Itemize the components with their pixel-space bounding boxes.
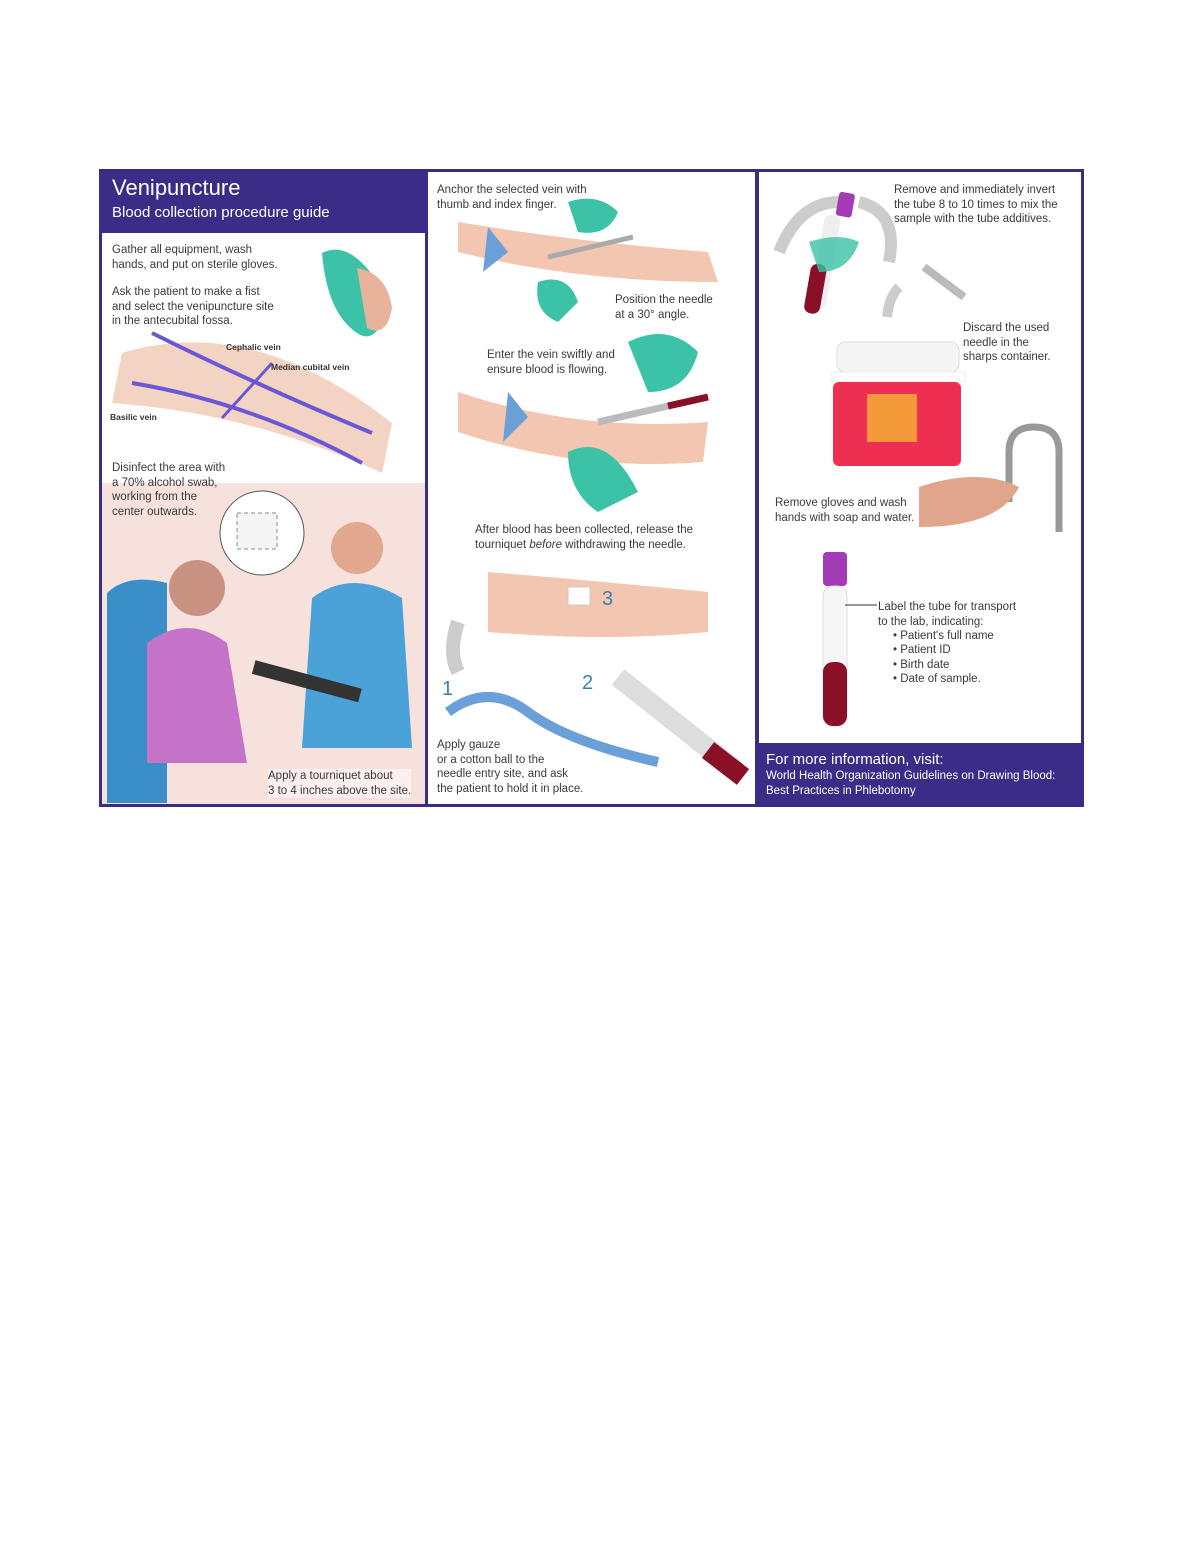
label-item-id: • Patient ID xyxy=(893,644,951,656)
sharps-container-illustration xyxy=(830,263,967,466)
basilic-vein-label: Basilic vein xyxy=(110,412,157,422)
step-wash-text: Remove gloves and wash hands with soap a… xyxy=(775,497,915,524)
middle-illustrations xyxy=(445,198,750,785)
step-tourniquet-text: Apply a tourniquet about 3 to 4 inches a… xyxy=(268,769,412,798)
handwash-illustration xyxy=(919,423,1063,532)
step-release-post: withdrawing the needle. xyxy=(561,538,686,551)
withdraw-needle-illustration xyxy=(445,572,750,785)
page-title: Venipuncture xyxy=(112,175,241,200)
step-anchor-text: Anchor the selected vein with thumb and … xyxy=(437,184,587,211)
step-fist-text: Ask the patient to make a fist and selec… xyxy=(112,286,274,327)
label-item-date: • Date of sample. xyxy=(893,673,981,685)
step-number-3: 3 xyxy=(602,588,614,610)
step-release-text: After blood has been collected, release … xyxy=(475,523,693,552)
cephalic-vein-label: Cephalic vein xyxy=(226,342,281,352)
labeled-tube-illustration xyxy=(822,552,877,727)
footer-reference[interactable]: World Health Organization Guidelines on … xyxy=(766,770,1056,797)
gloves-illustration xyxy=(322,249,392,337)
enter-vein-illustration xyxy=(458,334,709,512)
label-item-birth: • Birth date xyxy=(893,659,950,671)
step-gauze-text: Apply gauze or a cotton ball to the need… xyxy=(437,739,584,795)
step-enter-text: Enter the vein swiftly and ensure blood … xyxy=(487,349,615,376)
invert-tube-illustration xyxy=(773,191,897,314)
step-release-pre: After blood has been collected, release … xyxy=(475,524,694,551)
label-item-name: • Patient's full name xyxy=(893,630,994,642)
arm-vein-illustration xyxy=(112,331,392,473)
right-illustrations xyxy=(773,191,1063,727)
left-panel: Gather all equipment, wash hands, and pu… xyxy=(102,233,425,804)
step-number-2: 2 xyxy=(582,672,594,694)
footer-heading: For more information, visit: xyxy=(766,751,944,768)
step-release-emphasis: before xyxy=(529,538,562,551)
patient-scene-illustration xyxy=(102,483,425,804)
right-panel: Remove and immediately invert the tube 8… xyxy=(759,172,1081,743)
median-cubital-vein-label: Median cubital vein xyxy=(271,362,350,372)
anchor-vein-illustration xyxy=(458,198,718,322)
step-position-text: Position the needle at a 30° angle. xyxy=(615,294,713,321)
infographic-frame: Venipuncture Blood collection procedure … xyxy=(99,169,1084,807)
step-label-text: Label the tube for transport to the lab,… xyxy=(878,601,1017,628)
page-subtitle: Blood collection procedure guide xyxy=(112,204,330,221)
step-disinfect-text: Disinfect the area with a 70% alcohol sw… xyxy=(112,462,226,518)
middle-panel: Anchor the selected vein with thumb and … xyxy=(428,172,755,804)
step-discard-text: Discard the used needle in the sharps co… xyxy=(963,322,1051,363)
step-number-1: 1 xyxy=(442,678,454,700)
left-illustrations xyxy=(102,249,425,804)
step-gloves-text: Gather all equipment, wash hands, and pu… xyxy=(112,244,278,271)
step-invert-text: Remove and immediately invert the tube 8… xyxy=(894,184,1058,225)
